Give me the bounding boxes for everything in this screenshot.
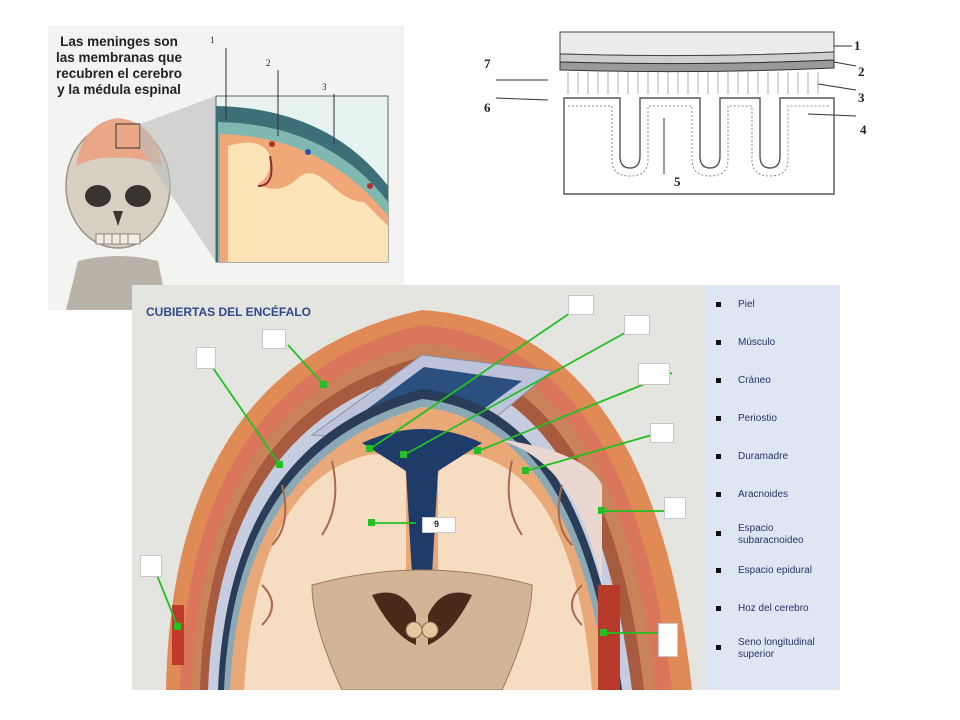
skull-illustration [65,48,389,310]
answer-box[interactable] [650,423,674,443]
legend: Piel Músculo Cráneo Periostio Duramadre … [706,285,840,690]
layer-marker-6: 6 [484,100,491,115]
answer-box[interactable] [624,315,650,335]
layer-marker-1: 1 [854,38,861,53]
layer-marker-3: 3 [858,90,865,105]
marker-2: 2 [266,58,271,68]
marker-1: 1 [210,35,215,45]
answer-box[interactable] [658,623,678,657]
cubiertas-panel: CUBIERTAS DEL ENCÉFALO [132,285,840,690]
answer-box[interactable] [664,497,686,519]
answer-box[interactable] [568,295,594,315]
label-9: 9 [434,519,440,529]
answer-box[interactable] [196,347,216,369]
answer-box[interactable] [422,517,456,533]
answer-box[interactable] [262,329,286,349]
brain-cross-section [155,308,692,690]
meninges-intro-panel: Las meninges son las membranas que recub… [48,26,404,310]
layer-marker-4: 4 [860,122,867,137]
layer-marker-5: 5 [674,174,681,189]
answer-box[interactable] [140,555,162,577]
answer-box[interactable] [638,363,670,385]
layers-sketch-panel: 1 2 3 4 5 6 7 [478,18,946,204]
layer-marker-7: 7 [484,56,491,71]
marker-3: 3 [322,82,327,92]
layers-sketch [495,31,857,195]
layer-marker-2: 2 [858,64,865,79]
panel-title: CUBIERTAS DEL ENCÉFALO [146,305,311,319]
intro-text: Las meninges son las membranas que recub… [55,34,183,97]
